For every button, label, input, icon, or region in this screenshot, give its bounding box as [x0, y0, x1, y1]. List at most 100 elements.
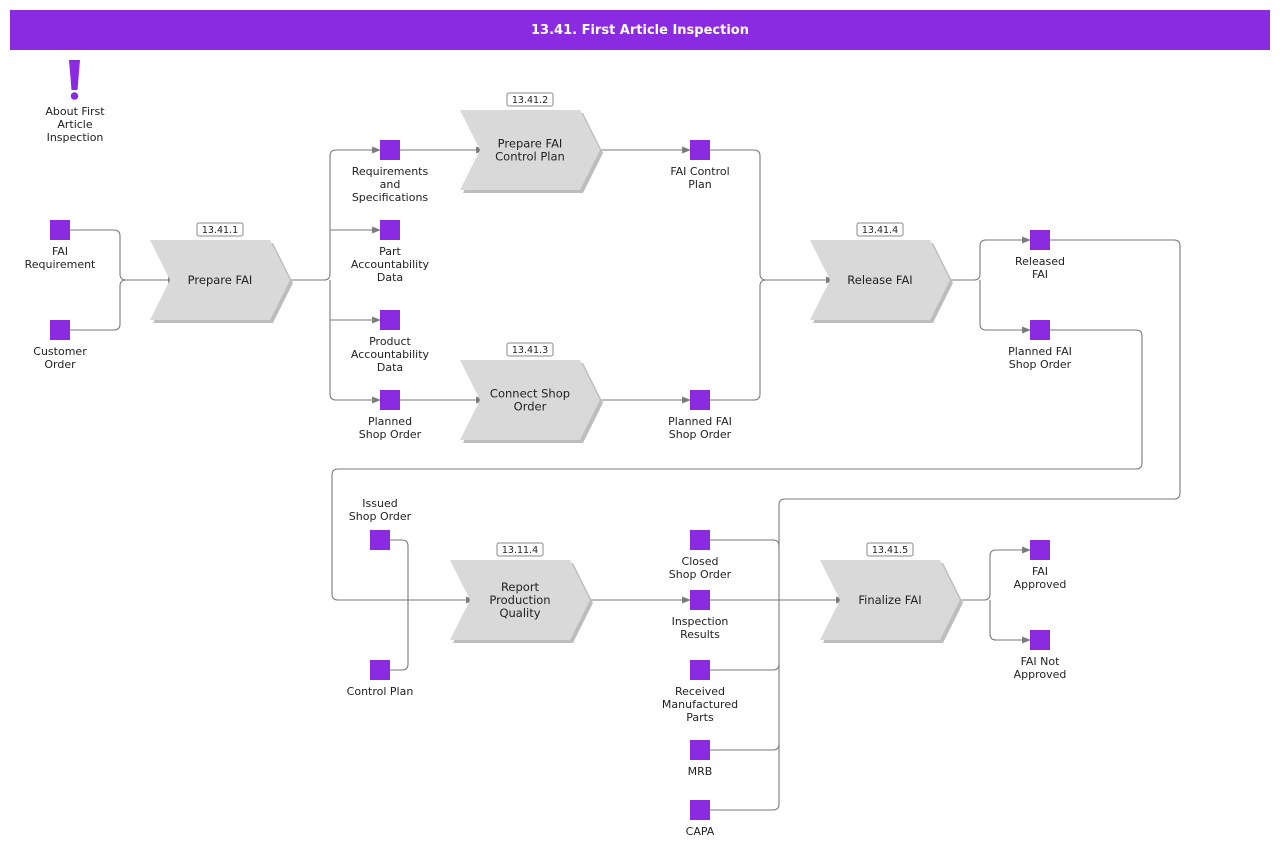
object-square: [370, 530, 390, 550]
object-capa[interactable]: CAPA: [686, 800, 715, 838]
process-number: 13.11.4: [502, 545, 538, 556]
object-square: [690, 740, 710, 760]
process-number-badge: 13.41.1: [196, 222, 244, 237]
process-number: 13.41.5: [872, 545, 908, 556]
object-square: [1030, 540, 1050, 560]
object-square: [370, 660, 390, 680]
process-number-badge: 13.41.5: [866, 542, 914, 557]
process-prepare-fai[interactable]: Prepare FAI 13.41.1: [150, 222, 293, 323]
object-square: [380, 140, 400, 160]
object-label: Control Plan: [347, 685, 414, 698]
process-shape: [450, 560, 590, 640]
process-shape: [820, 560, 960, 640]
object-square: [690, 660, 710, 680]
connector-line: [979, 280, 1031, 334]
process-finalize-fai[interactable]: Finalize FAI 13.41.5: [820, 542, 963, 643]
object-square: [690, 590, 710, 610]
connector-line: [70, 229, 177, 284]
process-label: Finalize FAI: [858, 593, 921, 607]
connector-line: [710, 279, 767, 401]
object-control-plan[interactable]: Control Plan: [347, 660, 414, 698]
process-label: Prepare FAI: [188, 273, 253, 287]
object-label: CAPA: [686, 825, 715, 838]
connector-line: [710, 149, 835, 284]
object-square: [380, 310, 400, 330]
connector-line: [390, 539, 409, 671]
process-shape: [460, 110, 600, 190]
object-square: [690, 530, 710, 550]
object-mrb[interactable]: MRB: [688, 740, 713, 778]
object-square: [1030, 320, 1050, 340]
connector-line: [710, 663, 780, 671]
process-number: 13.41.2: [512, 95, 548, 106]
process-shape: [810, 240, 950, 320]
object-square: [1030, 630, 1050, 650]
connector-line: [329, 280, 381, 404]
diagram-title: 13.41. First Article Inspection: [10, 10, 1270, 50]
connector-line: [710, 239, 1181, 811]
object-square: [1030, 230, 1050, 250]
process-number-badge: 13.41.2: [506, 92, 554, 107]
object-square: [690, 390, 710, 410]
process-shape: [460, 360, 600, 440]
connector-line: [290, 146, 381, 281]
process-shape: [150, 240, 290, 320]
process-number: 13.41.1: [202, 225, 238, 236]
object-square: [690, 800, 710, 820]
connector-line: [70, 279, 127, 331]
process-label: Release FAI: [847, 273, 912, 287]
object-square: [380, 220, 400, 240]
process-number-badge: 13.41.4: [856, 222, 904, 237]
exclamation-icon: [69, 60, 80, 100]
process-number: 13.41.4: [862, 225, 898, 236]
object-square: [50, 220, 70, 240]
process-number-badge: 13.41.3: [506, 342, 554, 357]
connector-line: [950, 236, 1031, 281]
object-square: [50, 320, 70, 340]
process-number-badge: 13.11.4: [496, 542, 544, 557]
object-square: [690, 140, 710, 160]
process-release-fai[interactable]: Release FAI 13.41.4: [810, 222, 953, 323]
connector-line: [989, 600, 1031, 644]
connector-line: [960, 546, 1031, 601]
connector-line: [710, 539, 780, 547]
object-square: [380, 390, 400, 410]
